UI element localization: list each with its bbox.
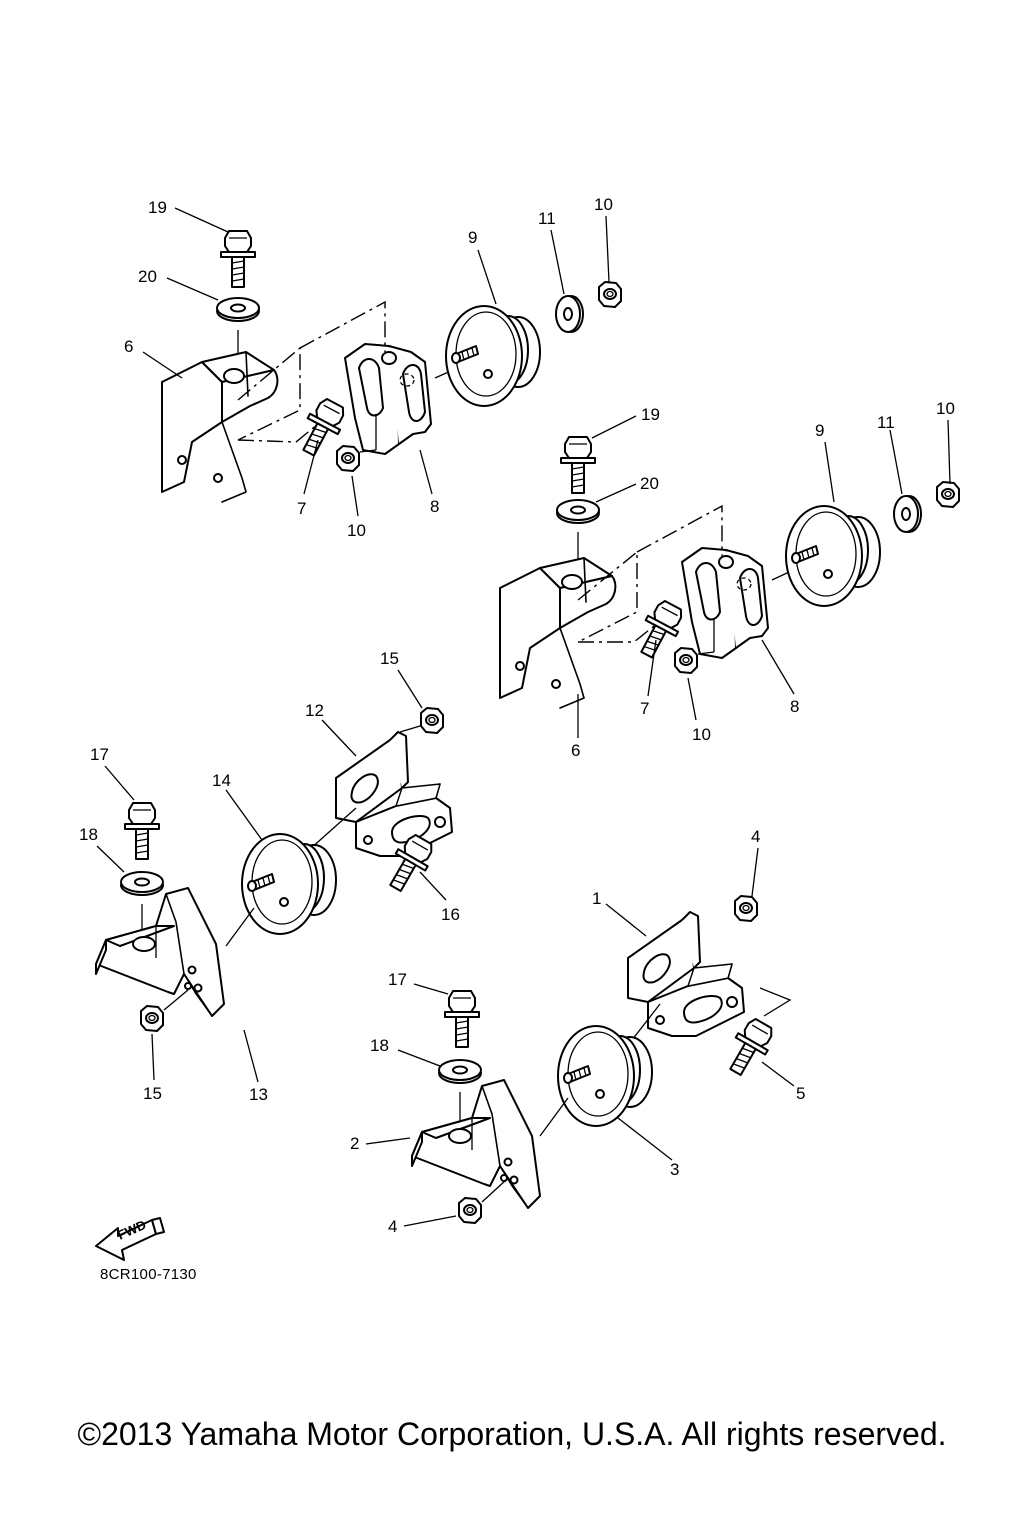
- callout-15: 15: [143, 1084, 162, 1103]
- callout-4: 4: [388, 1217, 397, 1236]
- callout-5: 5: [796, 1084, 805, 1103]
- callout-6: 6: [571, 741, 580, 760]
- copyright-notice: ©2013 Yamaha Motor Corporation, U.S.A. A…: [77, 1416, 947, 1452]
- callout-10: 10: [936, 399, 955, 418]
- callout-9: 9: [815, 421, 824, 440]
- callout-2: 2: [350, 1134, 359, 1153]
- engine-mount-lower-left: [95, 707, 453, 1032]
- callout-6: 6: [124, 337, 133, 356]
- callout-3: 3: [670, 1160, 679, 1179]
- callout-17: 17: [388, 970, 407, 989]
- callout-8: 8: [430, 497, 439, 516]
- callout-11: 11: [538, 209, 556, 228]
- callout-18: 18: [79, 825, 98, 844]
- drawing-code: 8CR100-7130: [100, 1266, 197, 1283]
- callout-10: 10: [594, 195, 613, 214]
- callout-12: 12: [305, 701, 324, 720]
- callout-1: 1: [592, 889, 601, 908]
- callout-13: 13: [249, 1085, 268, 1104]
- callout-19: 19: [641, 405, 660, 424]
- callout-7: 7: [297, 499, 306, 518]
- callout-15: 15: [380, 649, 399, 668]
- callout-14: 14: [212, 771, 231, 790]
- callout-4: 4: [751, 827, 760, 846]
- callout-19: 19: [148, 198, 167, 217]
- callout-8: 8: [790, 697, 799, 716]
- callout-leaders: [96, 207, 951, 1227]
- callout-11: 11: [877, 413, 895, 432]
- callout-17: 17: [90, 745, 109, 764]
- callout-numbers: 19 20 6 7 10 8 9 11 10 19 20 9 11 10 7 1…: [79, 195, 955, 1236]
- callout-10: 10: [692, 725, 711, 744]
- engine-mount-upper-left: [161, 230, 622, 503]
- callout-18: 18: [370, 1036, 389, 1055]
- engine-mount-upper-right: [499, 436, 960, 709]
- engine-mount-lower-right: [411, 895, 792, 1224]
- callout-10: 10: [347, 521, 366, 540]
- callout-20: 20: [138, 267, 157, 286]
- forward-arrow-icon: FWD: [95, 1217, 165, 1261]
- callout-16: 16: [441, 905, 460, 924]
- callout-7: 7: [640, 699, 649, 718]
- callout-20: 20: [640, 474, 659, 493]
- callout-9: 9: [468, 228, 477, 247]
